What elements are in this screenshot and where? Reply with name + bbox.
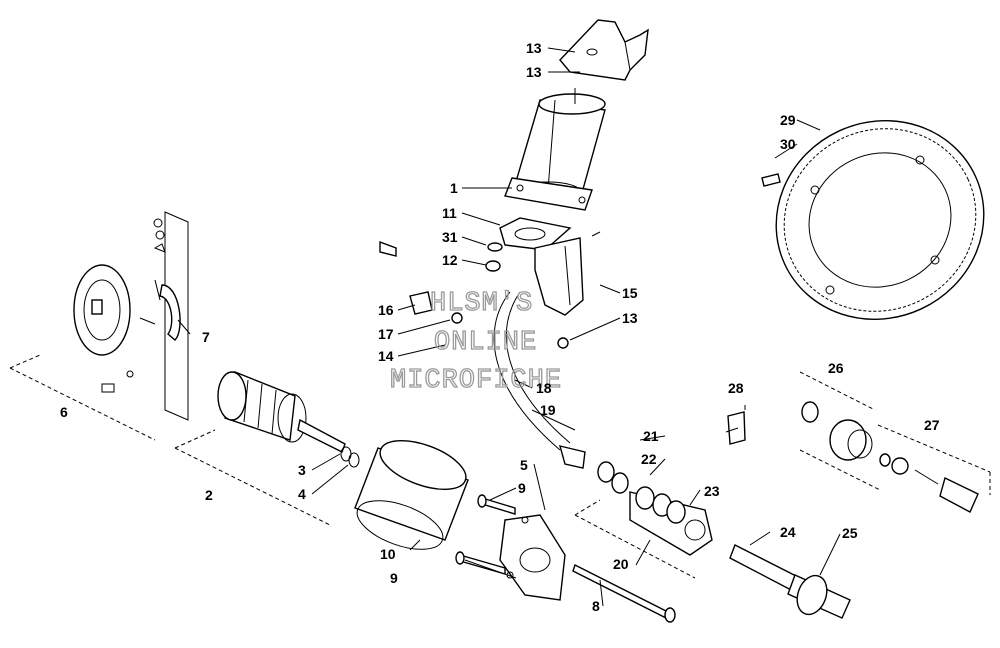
callout-27: 27 bbox=[924, 417, 940, 433]
callout-18: 18 bbox=[536, 380, 552, 396]
callout-13b: 13 bbox=[622, 310, 638, 326]
callout-29: 29 bbox=[780, 112, 796, 128]
callout-21: 21 bbox=[643, 428, 659, 444]
callout-20: 20 bbox=[613, 556, 629, 572]
callout-23: 23 bbox=[704, 483, 720, 499]
callout-3: 3 bbox=[298, 462, 306, 478]
callout-28: 28 bbox=[728, 380, 744, 396]
callout-numbers: 13 13 1 11 31 12 15 13 16 17 14 18 19 21… bbox=[60, 40, 940, 614]
armature-part bbox=[217, 371, 346, 453]
gasket-part bbox=[499, 217, 584, 316]
callout-14: 13 bbox=[526, 40, 542, 56]
drive-clutch-part bbox=[801, 401, 979, 513]
watermark-line-1: HLSM'S bbox=[430, 289, 533, 319]
callout-13c: 14 bbox=[378, 348, 394, 364]
callout-31: 31 bbox=[442, 229, 458, 245]
yoke-part bbox=[354, 440, 469, 550]
small-hardware-group bbox=[379, 231, 601, 349]
callout-6: 6 bbox=[60, 404, 68, 420]
callout-1: 1 bbox=[450, 180, 458, 196]
hose-part bbox=[493, 291, 586, 469]
callout-15: 15 bbox=[622, 285, 638, 301]
callout-30: 30 bbox=[780, 136, 796, 152]
ring-gear-part bbox=[761, 120, 985, 320]
washer-4 bbox=[348, 452, 360, 468]
callout-22: 22 bbox=[641, 451, 657, 467]
pinion-housing-part bbox=[597, 461, 713, 556]
callout-16: 16 bbox=[378, 302, 394, 318]
callout-13a: 13 bbox=[526, 64, 542, 80]
callout-26: 26 bbox=[828, 360, 844, 376]
callout-7: 7 bbox=[202, 329, 210, 345]
callout-12: 12 bbox=[442, 252, 458, 268]
callout-2: 2 bbox=[205, 487, 213, 503]
bolt-28 bbox=[725, 411, 746, 445]
callout-19: 19 bbox=[540, 402, 556, 418]
brush-plate-part bbox=[73, 211, 189, 421]
callout-11: 11 bbox=[442, 205, 457, 221]
starter-motor-part bbox=[504, 88, 606, 211]
watermark: HLSM'S ONLINE MICROFICHE bbox=[389, 288, 562, 396]
group-outlines bbox=[9, 354, 991, 579]
callout-8: 8 bbox=[592, 598, 600, 614]
callout-9a: 9 bbox=[518, 480, 526, 496]
callout-25: 25 bbox=[842, 525, 858, 541]
callout-17: 17 bbox=[378, 326, 394, 342]
callout-9b: 9 bbox=[390, 570, 398, 586]
callout-10: 10 bbox=[380, 546, 396, 562]
callout-4: 4 bbox=[298, 486, 306, 502]
leader-lines bbox=[177, 47, 841, 607]
callout-5: 5 bbox=[520, 457, 528, 473]
front-cover-part bbox=[499, 514, 566, 601]
callout-24: 24 bbox=[780, 524, 796, 540]
bracket-part bbox=[559, 19, 649, 81]
watermark-line-2: ONLINE bbox=[434, 328, 537, 358]
watermark-line-3: MICROFICHE bbox=[390, 366, 562, 396]
pinion-shaft-part bbox=[729, 544, 851, 619]
bolts-group bbox=[455, 494, 676, 623]
